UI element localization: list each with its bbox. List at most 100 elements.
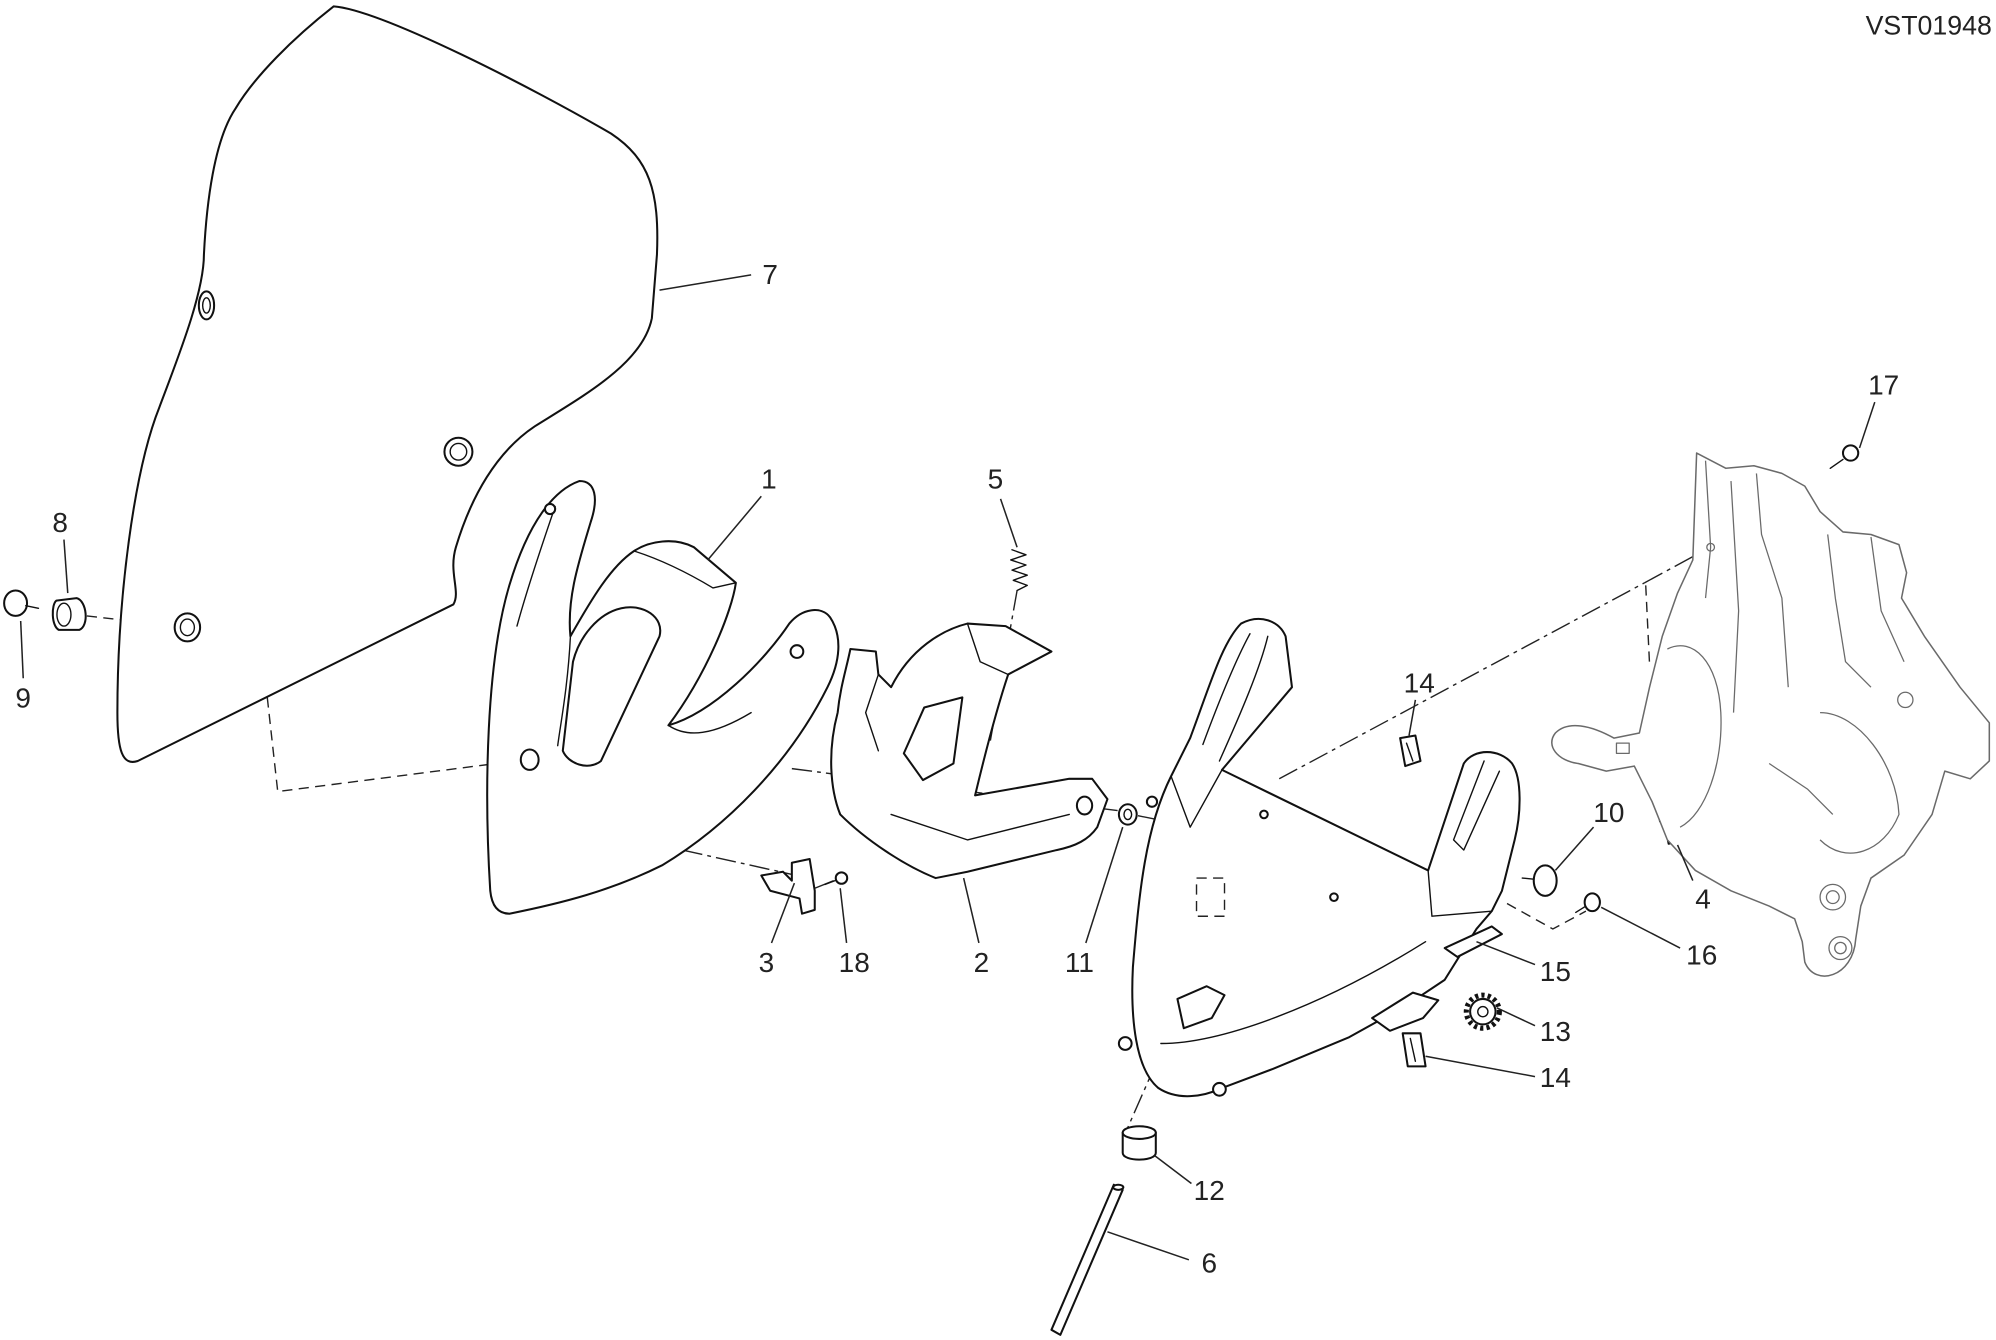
small-bracket: [760, 857, 849, 915]
callout-label-11: 11: [1065, 947, 1094, 978]
bushing-8: [51, 597, 87, 631]
main-housing-tab-left: [1117, 1036, 1133, 1051]
front-cover-upper-ridge: [633, 550, 737, 589]
grommet: [1521, 864, 1558, 897]
pin-6: [1050, 1183, 1125, 1336]
callout-label-18: 18: [839, 947, 870, 978]
leader-6: [1107, 1231, 1190, 1261]
screw-shank-9: [25, 605, 40, 609]
callout-label-15: 15: [1540, 956, 1571, 987]
windscreen-hole-top: [197, 290, 216, 321]
washer-11-inner: [1123, 808, 1133, 821]
leader-4: [1676, 844, 1694, 881]
mounting-frame-eye-lower-inner: [1834, 941, 1847, 955]
spring-coil: [1010, 549, 1028, 592]
leader-15: [1476, 940, 1536, 966]
bushing-12-body: [1121, 1131, 1157, 1161]
leader-2: [962, 877, 980, 944]
screw-17: [1829, 444, 1860, 469]
callout-label-14-upper: 14: [1404, 667, 1435, 698]
callout-label-5: 5: [988, 464, 1004, 495]
mounting-frame-inner-rib: [1755, 473, 1789, 688]
leader-5: [999, 498, 1018, 548]
mounting-frame-right-rib: [1827, 534, 1872, 688]
assembly-line-screws: [1506, 902, 1587, 930]
clip-14-upper: [1399, 734, 1422, 768]
mounting-frame-eye-upper-inner: [1825, 890, 1840, 905]
leader-14-upper: [1408, 699, 1417, 736]
bushing-8-face: [56, 602, 72, 627]
screw-16-shank: [1575, 905, 1587, 914]
spring: [1010, 549, 1028, 592]
main-housing-left-slot-outer: [1202, 633, 1251, 746]
mounting-frame-cross-rib: [1768, 763, 1834, 815]
front-cover-opening: [561, 606, 662, 767]
mounting-frame-eye-lower: [1828, 935, 1853, 961]
assembly-line-screen-to-cover: [201, 631, 516, 793]
callout-label-10: 10: [1593, 797, 1624, 828]
support-bracket-outline: [830, 622, 1109, 880]
assembly-line-frame-top: [1644, 549, 1706, 584]
clip-lower: [1401, 1032, 1427, 1068]
assembly-line-frame-vertical: [1645, 585, 1651, 665]
leader-lines: [19, 274, 1876, 1261]
windscreen-hole-right-inner: [449, 442, 468, 461]
part-15-lever: [1443, 925, 1503, 958]
front-cover-inner-edge: [556, 635, 572, 747]
windscreen-outline: [116, 5, 659, 763]
support-bracket-window: [902, 696, 964, 782]
mounting-frame-hole-right: [1897, 691, 1914, 709]
screen-fastener: [3, 589, 87, 631]
main-housing-right-slot: [1452, 760, 1501, 851]
main-housing-hole-2: [1329, 892, 1339, 902]
clip-upper: [1399, 734, 1422, 768]
main-housing-right-base: [1427, 869, 1493, 917]
callout-label-6: 6: [1201, 1248, 1217, 1279]
gear: [1463, 992, 1502, 1031]
callout-label-3: 3: [759, 947, 775, 978]
mounting-frame-far-rib: [1870, 536, 1905, 662]
main-housing-hole-1: [1259, 809, 1269, 820]
screw-shank-18: [824, 879, 836, 886]
callout-label-7: 7: [762, 259, 778, 290]
mounting-frame-left-cavity: [1667, 645, 1722, 828]
leader-12: [1154, 1154, 1192, 1185]
leader-3: [770, 882, 796, 944]
main-housing-left-slot-inner: [1218, 635, 1269, 762]
front-cover-hole-bottom: [519, 748, 540, 771]
leader-18: [839, 888, 848, 944]
assembly-line-housing-to-frame: [1278, 582, 1645, 780]
washer: [1117, 803, 1138, 826]
leader-11: [1085, 826, 1124, 944]
main-housing-tab-upper: [1145, 795, 1159, 808]
small-bracket-3: [760, 857, 816, 915]
gear-13-body: [1469, 997, 1497, 1026]
callout-label-14-lower: 14: [1540, 1062, 1571, 1093]
screw-head-18: [834, 871, 849, 885]
leader-10: [1554, 826, 1595, 871]
callout-label-17: 17: [1868, 369, 1899, 400]
mounting-frame-left-rib: [1704, 460, 1712, 599]
washer-11: [1117, 803, 1138, 826]
screw-17-shank: [1829, 458, 1844, 469]
leader-1: [707, 495, 762, 561]
support-bracket-lower-fold: [890, 813, 1070, 841]
support-bracket-top-fold: [966, 622, 1009, 676]
windscreen-hole-bottom-inner: [179, 618, 196, 637]
windscreen-hole-bottom: [173, 612, 202, 643]
callout-label-2: 2: [974, 947, 990, 978]
callout-label-13: 13: [1540, 1016, 1571, 1047]
leader-17: [1858, 401, 1876, 449]
front-cover-lower-ridge: [667, 711, 752, 734]
gear-13-teeth: [1463, 992, 1502, 1031]
windscreen-hole-right: [443, 436, 474, 467]
bushing-12-top: [1121, 1125, 1157, 1140]
diagram-code: VST01948: [1866, 10, 1992, 40]
main-housing-pin-boss: [1176, 985, 1226, 1030]
callout-label-1: 1: [761, 464, 777, 495]
screw-17-head: [1841, 444, 1860, 462]
mounting-frame-hole-top: [1706, 542, 1716, 552]
assembly-line-cover-to-bracket: [682, 849, 798, 877]
support-bracket: [830, 622, 1109, 880]
